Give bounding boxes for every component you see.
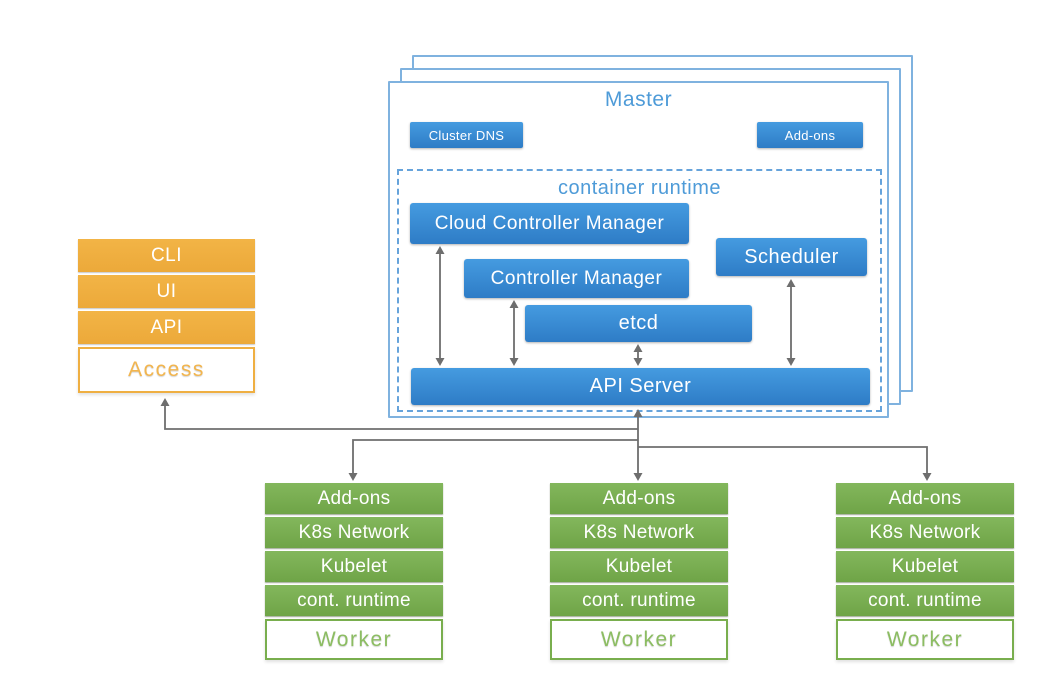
access-stack: CLI UI API Access	[78, 239, 255, 393]
master-title: Master	[604, 88, 673, 111]
cluster-dns-node: Cluster DNS	[410, 122, 523, 148]
controller-manager-node: Controller Manager	[464, 259, 689, 298]
worker-stack-2: Add-ons K8s Network Kubelet cont. runtim…	[550, 483, 728, 660]
worker-row-addons: Add-ons	[836, 483, 1014, 514]
access-group-label: Access	[78, 347, 255, 393]
worker-group-label: Worker	[836, 619, 1014, 660]
worker-stack-3: Add-ons K8s Network Kubelet cont. runtim…	[836, 483, 1014, 660]
worker-group-label: Worker	[265, 619, 443, 660]
worker-row-cont-runtime: cont. runtime	[550, 585, 728, 616]
worker-row-kubelet: Kubelet	[836, 551, 1014, 582]
arrow-apiserver-worker1	[348, 439, 638, 481]
api-server-node: API Server	[411, 368, 870, 405]
worker-row-kubelet: Kubelet	[265, 551, 443, 582]
worker-row-addons: Add-ons	[550, 483, 728, 514]
access-item-ui: UI	[78, 275, 255, 308]
worker-row-addons: Add-ons	[265, 483, 443, 514]
worker-row-cont-runtime: cont. runtime	[265, 585, 443, 616]
worker-row-k8s-network: K8s Network	[550, 517, 728, 548]
etcd-node: etcd	[525, 305, 752, 342]
worker-row-k8s-network: K8s Network	[265, 517, 443, 548]
scheduler-node: Scheduler	[716, 238, 867, 276]
worker-row-kubelet: Kubelet	[550, 551, 728, 582]
access-item-api: API	[78, 311, 255, 344]
arrow-apiserver-worker2	[633, 409, 643, 481]
worker-row-cont-runtime: cont. runtime	[836, 585, 1014, 616]
container-runtime-title: container runtime	[557, 177, 722, 199]
access-item-cli: CLI	[78, 239, 255, 272]
arrow-apiserver-worker3	[638, 446, 932, 481]
cloud-controller-manager-node: Cloud Controller Manager	[410, 203, 689, 244]
master-addons-node: Add-ons	[757, 122, 863, 148]
worker-stack-1: Add-ons K8s Network Kubelet cont. runtim…	[265, 483, 443, 660]
worker-row-k8s-network: K8s Network	[836, 517, 1014, 548]
worker-group-label: Worker	[550, 619, 728, 660]
